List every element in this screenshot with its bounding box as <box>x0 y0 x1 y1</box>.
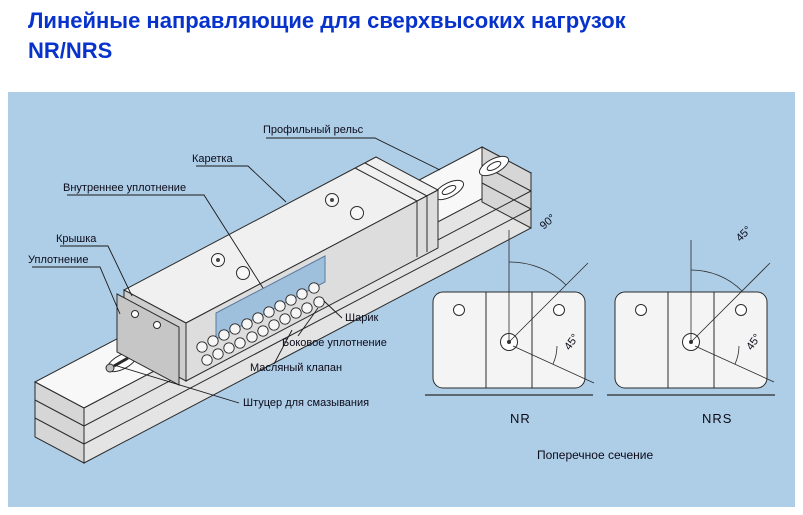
leader-lines <box>32 137 441 404</box>
cross-section-nrs <box>607 240 775 396</box>
page-title-line-1: Линейные направляющие для сверхвысоких н… <box>28 8 626 33</box>
leader-side-seal <box>297 307 319 337</box>
rail-left-end-face <box>34 381 85 464</box>
end-cap-assembly <box>105 289 187 386</box>
label-section-nrs: NRS <box>702 411 733 426</box>
cross-section-nr <box>425 230 595 396</box>
linear-guide-drawing <box>33 146 533 464</box>
nr-angle-annotation <box>508 230 595 384</box>
label-oil-valve: Масляный клапан <box>250 362 343 374</box>
leader-grease-nipple <box>113 364 240 404</box>
nrs-bolt-hole <box>635 304 647 316</box>
diagram-panel: Профильный рельс Каретка Внутреннее упло… <box>8 92 795 507</box>
label-carriage: Каретка <box>192 153 233 165</box>
nr-bolt-hole <box>553 304 565 316</box>
label-ball: Шарик <box>345 312 379 324</box>
carriage-bolt-holes <box>211 193 364 280</box>
label-side-seal: Боковое уплотнение <box>282 337 387 349</box>
diagram-canvas <box>32 137 775 464</box>
label-seal: Уплотнение <box>28 254 89 266</box>
page-title-line-2: NR/NRS <box>28 38 113 63</box>
label-section-nr: NR <box>510 411 531 426</box>
nr-bolt-hole <box>453 304 465 316</box>
grease-nipple-stem <box>113 356 129 368</box>
label-cap: Крышка <box>56 233 97 245</box>
label-grease-nipple: Штуцер для смазывания <box>243 397 370 409</box>
label-inner-seal: Внутреннее уплотнение <box>63 182 187 194</box>
nrs-angle-annotation <box>690 240 775 383</box>
ball-rows <box>196 282 325 366</box>
leader-ball <box>323 300 343 319</box>
leader-oil-valve <box>273 329 293 365</box>
nrs-bolt-hole <box>735 304 747 316</box>
leader-carriage <box>196 165 287 203</box>
page-title: Линейные направляющие для сверхвысоких н… <box>28 6 626 66</box>
carriage-end-plate-edges <box>354 162 428 257</box>
label-profile-rail: Профильный рельс <box>263 124 364 136</box>
inner-seal-region <box>215 255 326 340</box>
leader-rail <box>266 137 441 171</box>
label-cross-section-caption: Поперечное сечение <box>537 448 654 462</box>
leader-cap <box>60 245 133 297</box>
leader-seal <box>32 266 121 315</box>
grease-nipple-tip <box>105 363 115 373</box>
leader-inner-seal <box>67 194 264 289</box>
